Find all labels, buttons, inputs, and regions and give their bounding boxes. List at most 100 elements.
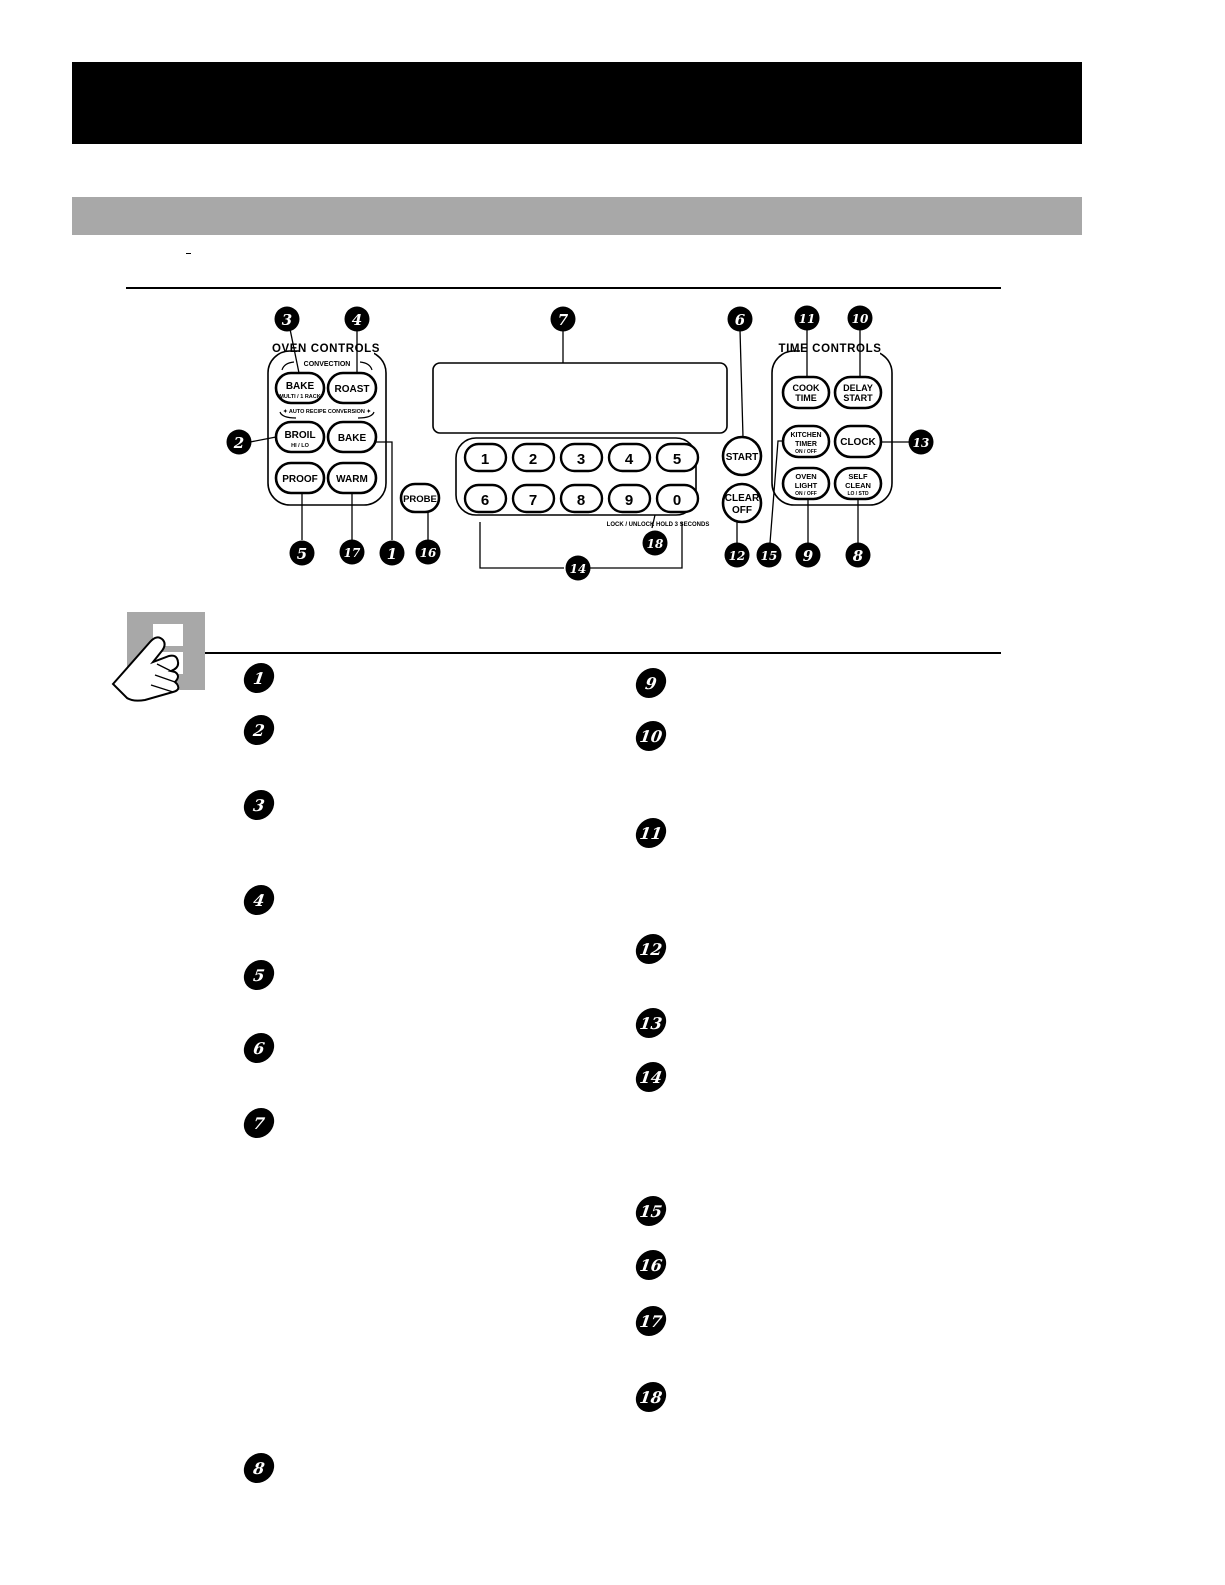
callout-badge: 10 [847,305,873,331]
broil-button[interactable]: BROIL HI / LO [274,420,326,454]
keypad-key-8[interactable]: 8 [559,483,604,514]
keypad-key-1[interactable]: 1 [463,442,508,473]
keypad-key-7[interactable]: 7 [511,483,556,514]
display-window [432,362,728,434]
svg-text:3: 3 [282,311,292,329]
callout-badge: 12 [724,542,750,568]
oven-controls-group: OVEN CONTROLS CONVECTION ✦ AUTO RECIPE C… [267,342,387,506]
list-badge-1: 1 [241,663,277,693]
svg-text:14: 14 [570,562,587,576]
roast-button[interactable]: ROAST [326,371,378,405]
warm-button[interactable]: WARM [326,461,378,495]
keypad-frame [455,437,697,516]
convection-label: CONVECTION [304,361,351,368]
svg-text:10: 10 [852,312,869,326]
svg-text:CLEAR: CLEAR [725,493,760,504]
callout-badge: 7 [550,306,576,332]
list-badge-9: 9 [633,668,669,698]
divider-line [126,287,1001,289]
svg-text:18: 18 [647,537,664,551]
list-badge-17: 17 [633,1306,669,1336]
svg-text:START: START [726,452,759,463]
keypad-key-4[interactable]: 4 [607,442,652,473]
callout-badge: 3 [274,306,300,332]
list-badge-3: 3 [241,790,277,820]
svg-text:5: 5 [673,451,681,468]
keypad-key-2[interactable]: 2 [511,442,556,473]
svg-text:12: 12 [729,549,746,563]
subheader-bar [72,197,1082,235]
svg-text:CLOCK: CLOCK [840,437,876,448]
callout-badge: 14 [565,555,591,581]
stray-mark [186,253,191,254]
oven-light-button[interactable]: OVEN LIGHT ON / OFF [781,466,831,501]
bake-convection-button[interactable]: BAKE MULTI / 1 RACK [274,371,326,405]
leader-lines [249,328,909,569]
svg-text:OFF: OFF [732,505,752,516]
list-badge-18: 18 [633,1382,669,1412]
bake-button[interactable]: BAKE [326,420,378,454]
delay-start-button[interactable]: DELAY START [833,375,883,410]
keypad-key-6[interactable]: 6 [463,483,508,514]
list-badge-2: 2 [241,715,277,745]
callout-badge: 16 [415,539,441,565]
callout-badge: 11 [794,305,820,331]
keypad-key-0[interactable]: 0 [655,483,700,514]
proof-button[interactable]: PROOF [274,461,326,495]
svg-text:OVEN: OVEN [795,472,816,481]
svg-text:11: 11 [799,312,816,326]
list-badge-6: 6 [241,1033,277,1063]
svg-text:DELAY: DELAY [843,383,873,393]
list-badge-8: 8 [241,1453,277,1483]
svg-text:BROIL: BROIL [284,430,315,441]
svg-text:7: 7 [529,492,537,509]
keypad-key-5[interactable]: 5 [655,442,700,473]
svg-text:PROOF: PROOF [282,474,318,485]
self-clean-button[interactable]: SELF CLEAN LO / STD [833,466,883,501]
kitchen-timer-button[interactable]: KITCHEN TIMER ON / OFF [781,424,831,459]
callout-badge: 18 [642,530,668,556]
time-controls-title: TIME CONTROLS [779,343,882,355]
svg-text:TIMER: TIMER [795,441,817,448]
svg-text:3: 3 [577,451,585,468]
svg-text:13: 13 [913,436,930,450]
list-badge-10: 10 [633,721,669,751]
list-badge-11: 11 [633,818,669,848]
list-badge-14: 14 [633,1062,669,1092]
clock-button[interactable]: CLOCK [833,424,883,459]
lock-unlock-label: LOCK / UNLOCK HOLD 3 SECONDS [607,522,710,528]
list-badge-16: 16 [633,1250,669,1280]
svg-text:BAKE: BAKE [286,381,315,392]
callout-badge: 17 [339,539,365,565]
oven-controls-title: OVEN CONTROLS [272,343,380,355]
start-button[interactable]: START [721,435,763,477]
svg-text:8: 8 [853,547,864,565]
keypad-key-3[interactable]: 3 [559,442,604,473]
keypad-key-9[interactable]: 9 [607,483,652,514]
svg-text:6: 6 [481,492,489,509]
callout-badge: 8 [845,542,871,568]
cook-time-button[interactable]: COOK TIME [781,375,831,410]
probe-button[interactable]: PROBE [399,482,441,514]
svg-text:2: 2 [529,451,537,468]
svg-text:ROAST: ROAST [335,384,370,395]
list-badge-4: 4 [241,885,277,915]
list-badge-5: 5 [241,960,277,990]
control-panel-diagram: OVEN CONTROLS CONVECTION ✦ AUTO RECIPE C… [226,305,934,581]
svg-text:1: 1 [481,451,489,468]
auto-recipe-label: ✦ AUTO RECIPE CONVERSION ✦ [283,408,371,415]
svg-text:WARM: WARM [336,474,368,485]
clear-off-button[interactable]: CLEAR OFF [721,482,763,524]
svg-text:7: 7 [558,311,569,329]
svg-text:ON / OFF: ON / OFF [795,449,817,455]
callout-badge: 1 [379,540,405,566]
list-badge-12: 12 [633,934,669,964]
svg-text:9: 9 [625,492,633,509]
pointing-hand-icon [111,612,205,702]
svg-text:17: 17 [344,546,361,560]
svg-text:PROBE: PROBE [403,494,437,505]
callout-badge: 13 [908,429,934,455]
svg-text:MULTI / 1 RACK: MULTI / 1 RACK [279,394,320,400]
svg-text:LO / STD: LO / STD [847,491,869,497]
svg-text:16: 16 [420,546,437,560]
